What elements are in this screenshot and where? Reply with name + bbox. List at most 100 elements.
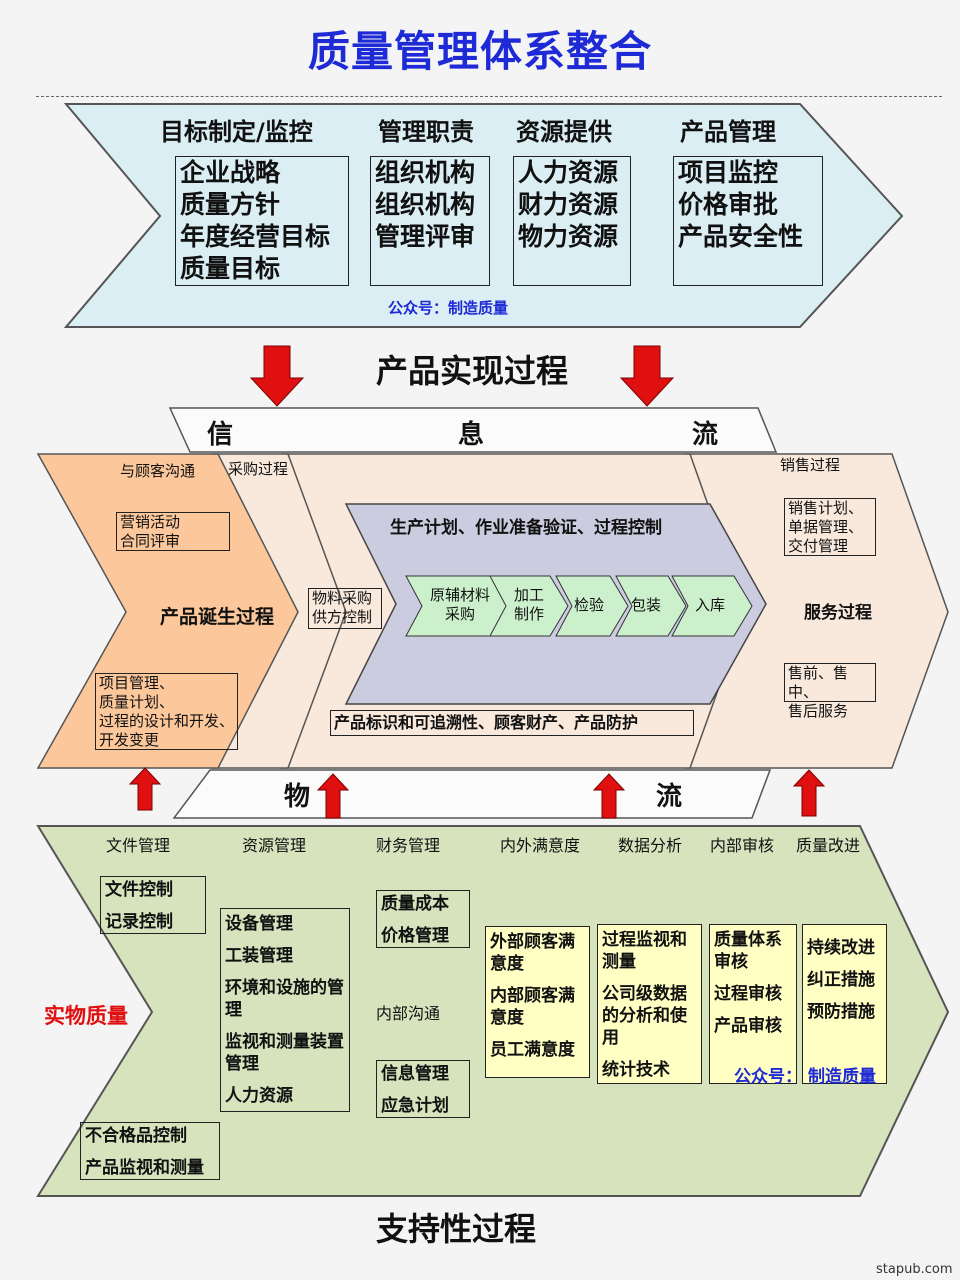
step-label: 加工 xyxy=(513,586,544,604)
finance-item: 质量成本 xyxy=(381,894,449,914)
step-warehousing: 入库 xyxy=(688,596,732,615)
step-label: 检验 xyxy=(573,596,604,614)
down-arrow-right xyxy=(619,345,675,407)
duty-box: 组织机构 组织机构 管理评审 xyxy=(370,156,490,286)
internal-communication-label: 内部沟通 xyxy=(376,1004,441,1023)
marketing-box: 营销活动 合同评审 xyxy=(116,512,230,551)
step-inspection: 检验 xyxy=(568,596,610,615)
step-label: 制作 xyxy=(513,605,544,623)
material-flow-char-1: 物 xyxy=(284,782,311,812)
step-chevron-5 xyxy=(671,575,753,637)
goal-box: 企业战略 质量方针 年度经营目标 质量目标 xyxy=(175,156,349,286)
project-management-box: 项目管理、 质量计划、 过程的设计和开发、 开发变更 xyxy=(95,673,238,750)
up-arrow-4 xyxy=(792,769,826,817)
header-finance-management: 财务管理 xyxy=(376,836,441,855)
finance-item: 价格管理 xyxy=(381,926,449,946)
step-label: 原辅材料 xyxy=(429,586,490,604)
step-label: 采购 xyxy=(444,605,475,623)
project-item: 开发变更 xyxy=(99,731,160,749)
material-flow-char-2: 流 xyxy=(656,782,683,812)
improve-item: 纠正措施 xyxy=(807,970,875,990)
info-item: 信息管理 xyxy=(381,1064,449,1084)
goal-item: 质量目标 xyxy=(180,254,281,283)
equipment-item: 监视和测量装置管理 xyxy=(225,1032,344,1074)
duty-item: 组织机构 xyxy=(375,158,476,187)
sales-plan-box: 销售计划、 单据管理、 交付管理 xyxy=(784,498,876,556)
step-chevron-3 xyxy=(555,575,629,637)
project-item: 项目管理、 xyxy=(99,674,175,692)
purchase-process-label: 采购过程 xyxy=(228,460,289,478)
audit-item: 过程审核 xyxy=(714,984,782,1004)
goal-item: 年度经营目标 xyxy=(180,222,331,251)
equipment-box: 设备管理 工装管理 环境和设施的管理 监视和测量装置管理 人力资源 xyxy=(220,908,350,1112)
info-item: 应急计划 xyxy=(381,1096,449,1116)
service-process: 服务过程 xyxy=(804,603,872,623)
satisfaction-item: 内部顾客满意度 xyxy=(490,986,575,1028)
section-title-support: 支持性过程 xyxy=(376,1210,537,1248)
quality-cost-box: 质量成本 价格管理 xyxy=(376,890,470,948)
duty-item: 组织机构 xyxy=(375,190,476,219)
header-doc-management: 文件管理 xyxy=(106,836,171,855)
document-control-box: 文件控制 记录控制 xyxy=(100,876,206,934)
goal-item: 企业战略 xyxy=(180,158,281,187)
purchase-item: 物料采购 xyxy=(312,589,373,607)
divider xyxy=(36,96,942,97)
marketing-item: 合同评审 xyxy=(120,532,181,550)
top-chevron xyxy=(63,103,904,328)
improve-item: 持续改进 xyxy=(807,938,875,958)
material-purchase-box: 物料采购 供方控制 xyxy=(308,588,382,629)
step-chevron-4 xyxy=(615,575,687,637)
improve-item: 预防措施 xyxy=(807,1002,875,1022)
header-product-management: 产品管理 xyxy=(680,118,776,146)
bottom-watermark-1: 公众号： xyxy=(734,1067,802,1087)
product-box: 项目监控 价格审批 产品安全性 xyxy=(673,156,823,286)
audit-item: 质量体系审核 xyxy=(714,930,782,972)
after-sales-item: 售后服务 xyxy=(788,702,849,720)
data-item: 过程监视和测量 xyxy=(602,930,687,972)
after-sales-box: 售前、售中、 售后服务 xyxy=(784,663,876,720)
bottom-watermark-2: 制造质量 xyxy=(808,1067,876,1087)
goal-item: 质量方针 xyxy=(180,190,281,219)
footer-site: stapub.com xyxy=(876,1262,953,1277)
info-flow-char-1: 信 xyxy=(207,420,234,450)
audit-item: 产品审核 xyxy=(714,1016,782,1036)
header-data-analysis: 数据分析 xyxy=(618,836,683,855)
customer-comm-label: 与顾客沟通 xyxy=(120,462,196,480)
sales-item: 单据管理、 xyxy=(788,518,864,536)
equipment-item: 环境和设施的管理 xyxy=(225,978,344,1020)
resource-item: 人力资源 xyxy=(518,158,619,187)
physical-quality-label: 实物质量 xyxy=(44,1004,128,1028)
project-item: 质量计划、 xyxy=(99,693,175,711)
step-label: 包装 xyxy=(630,596,661,614)
marketing-item: 营销活动 xyxy=(120,513,181,531)
section-title-realization: 产品实现过程 xyxy=(376,352,569,390)
header-management-duty: 管理职责 xyxy=(378,118,474,146)
resource-item: 财力资源 xyxy=(518,190,619,219)
duty-item: 管理评审 xyxy=(375,222,476,251)
nonconforming-box: 不合格品控制 产品监视和测量 xyxy=(80,1122,220,1180)
sales-item: 销售计划、 xyxy=(788,499,864,517)
info-flow-char-2: 息 xyxy=(458,420,485,450)
step-raw-material: 原辅材料 采购 xyxy=(424,586,496,624)
header-resource-management: 资源管理 xyxy=(242,836,307,855)
step-processing: 加工 制作 xyxy=(506,586,552,624)
header-goal-setting: 目标制定/监控 xyxy=(160,118,313,146)
info-flow-band xyxy=(168,407,778,453)
audit-box: 质量体系审核 过程审核 产品审核 xyxy=(709,924,797,1084)
product-item: 产品安全性 xyxy=(678,222,804,251)
improvement-box: 持续改进 纠正措施 预防措施 xyxy=(802,924,887,1084)
header-internal-audit: 内部审核 xyxy=(710,836,775,855)
satisfaction-item: 外部顾客满意度 xyxy=(490,932,575,974)
top-watermark: 公众号：制造质量 xyxy=(388,299,509,317)
resource-item: 物力资源 xyxy=(518,222,619,251)
data-item: 公司级数据的分析和使用 xyxy=(602,984,687,1048)
sales-process-label: 销售过程 xyxy=(780,456,841,474)
product-item: 项目监控 xyxy=(678,158,779,187)
product-birth-process: 产品诞生过程 xyxy=(160,606,275,628)
doc-item: 记录控制 xyxy=(105,912,173,932)
page-title: 质量管理体系整合 xyxy=(307,27,652,76)
sales-item: 交付管理 xyxy=(788,537,849,555)
material-flow-band xyxy=(172,769,772,819)
step-chevron-2 xyxy=(489,575,569,637)
doc-item: 文件控制 xyxy=(105,880,173,900)
